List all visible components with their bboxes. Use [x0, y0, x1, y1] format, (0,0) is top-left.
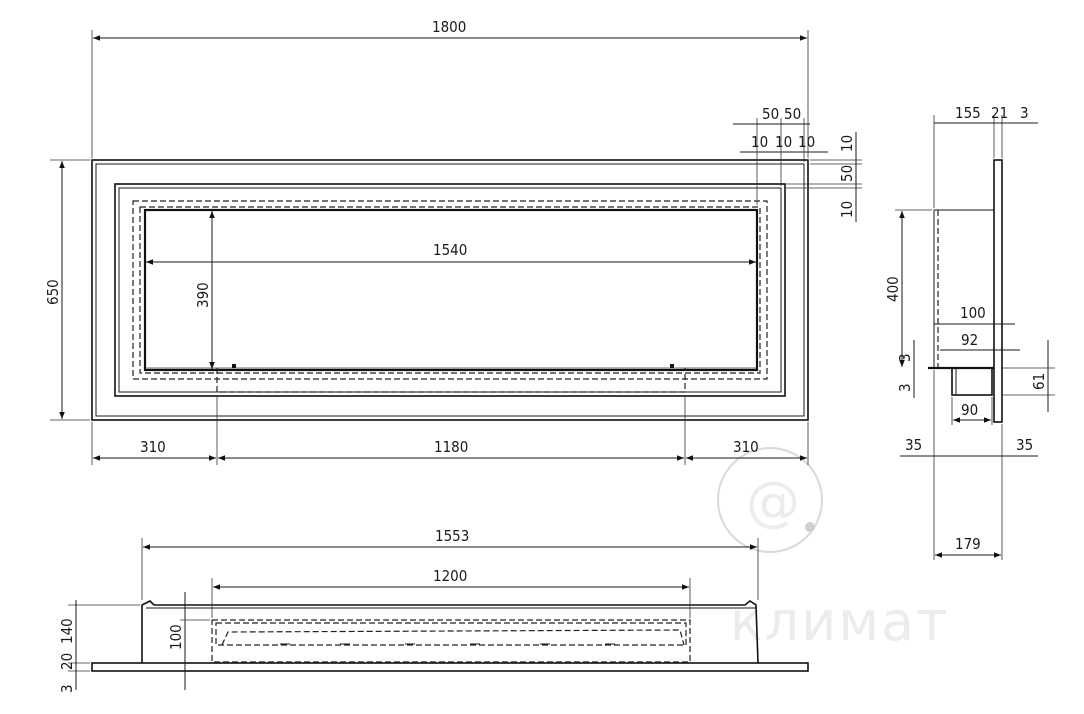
- dim-side-92: 92: [961, 331, 978, 349]
- dim-inner-width: 1540: [433, 241, 467, 259]
- dim-side-top-c: 3: [1020, 104, 1029, 122]
- front-outer-frame-inner: [95, 163, 805, 417]
- dim-bottom-center: 1180: [434, 438, 468, 456]
- front-opening: [143, 208, 759, 372]
- dim-top-h3: 3: [58, 684, 76, 693]
- front-mark-right: [670, 364, 674, 368]
- front-burner-box: [216, 368, 686, 393]
- watermark: @ климат: [717, 447, 950, 653]
- dim-right-small-b: 50: [838, 165, 856, 182]
- dim-side-3a: 3: [896, 353, 914, 362]
- dim-top-small-e: 10: [798, 133, 815, 151]
- dim-top-outer-width: 1553: [435, 527, 469, 545]
- top-burner-tray: [221, 629, 685, 646]
- front-second-frame: [114, 183, 786, 397]
- dim-top-h140: 140: [58, 618, 76, 644]
- watermark-text: климат: [730, 590, 950, 653]
- dim-overall-width: 1800: [432, 18, 466, 36]
- watermark-logo-ring: [717, 447, 823, 553]
- top-burner-inner: [215, 622, 687, 646]
- dim-side-90: 90: [961, 401, 978, 419]
- watermark-dot: [805, 522, 815, 532]
- dim-top-h100: 100: [167, 624, 185, 650]
- front-second-frame-inner: [118, 187, 782, 393]
- dim-overall-height: 650: [44, 279, 62, 305]
- side-glass-plate: [993, 159, 1003, 423]
- dim-top-small-c: 10: [751, 133, 768, 151]
- front-dashed-outer: [132, 200, 768, 380]
- dim-side-top-a: 155: [955, 104, 981, 122]
- dim-right-small-a: 10: [838, 135, 856, 152]
- dim-side-35a: 35: [905, 436, 922, 454]
- dim-side-height: 400: [884, 276, 902, 302]
- top-view: 1553 1200 140 20 3 100: [58, 527, 809, 693]
- side-view: 155 21 3 400 100 92 3 3 61 90 35 35: [884, 104, 1055, 560]
- dim-inner-height: 390: [194, 282, 212, 308]
- dim-side-100: 100: [960, 304, 986, 322]
- front-outer-frame: [91, 159, 809, 421]
- front-view: 1800 650 1540 390 310 1180 310 50 50 10 …: [44, 18, 862, 465]
- side-burner: [951, 367, 993, 396]
- dim-side-35b: 35: [1016, 436, 1033, 454]
- dim-top-small-a: 50: [762, 105, 779, 123]
- dim-side-61: 61: [1030, 373, 1048, 390]
- dim-top-small-b: 50: [784, 105, 801, 123]
- dim-side-3b: 3: [896, 383, 914, 392]
- top-base-plate: [91, 662, 809, 672]
- watermark-logo-glyph: @: [746, 470, 802, 533]
- dim-bottom-right: 310: [733, 438, 759, 456]
- dim-bottom-left: 310: [140, 438, 166, 456]
- dim-top-inner-width: 1200: [433, 567, 467, 585]
- dim-top-small-d: 10: [775, 133, 792, 151]
- dim-top-h20: 20: [58, 653, 76, 670]
- dim-side-top-b: 21: [991, 104, 1008, 122]
- top-body: [141, 600, 759, 664]
- dim-side-depth: 179: [955, 535, 981, 553]
- front-dashed-inner: [139, 206, 761, 374]
- front-mark-left: [232, 364, 236, 368]
- dim-right-small-c: 10: [838, 201, 856, 218]
- top-burner-outline: [211, 619, 691, 663]
